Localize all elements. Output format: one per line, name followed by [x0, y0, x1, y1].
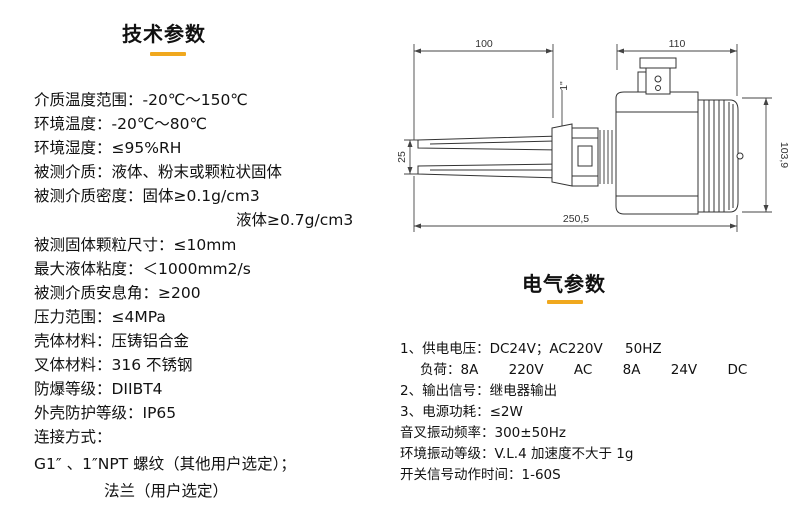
spec-pressure: 压力范围：≤4MPa [34, 308, 166, 326]
elec-power-consumption: 3、电源功耗：≤2W [400, 404, 523, 420]
elec-ambient-vibration: 环境振动等级：V.L.4 加速度不大于 1g [400, 446, 634, 462]
elec-params-title: 电气参数 [522, 272, 606, 296]
spec-connection: 连接方式： [34, 428, 112, 446]
housing-lid [697, 99, 744, 213]
spec-density-liquid: 液体≥0.7g/cm3 [236, 211, 354, 229]
thread-size-label: 1" [558, 81, 570, 91]
tech-params-title: 技术参数 [122, 22, 206, 46]
spec-density-solid: 被测介质密度：固体≥0.1g/cm3 [34, 187, 260, 205]
spec-medium-temp: 介质温度范围：-20℃～150℃ [34, 91, 248, 109]
elec-load-text: 负荷：8A 220V AC 8A 24V DC [420, 362, 748, 378]
tech-title-underline [150, 52, 186, 56]
spec-ip-rating: 外壳防护等级：IP65 [34, 404, 177, 422]
elec-supply-voltage: 1、供电电压：DC24V；AC220V 50HZ [400, 339, 662, 360]
elec-title-underline [547, 300, 583, 304]
dim-250-5-label: 250,5 [563, 213, 589, 225]
spec-particle-size: 被测固体颗粒尺寸：≤10mm [34, 236, 237, 254]
spec-repose-angle: 被测介质安息角：≥200 [34, 284, 201, 302]
elec-load: 负荷：8A 220V AC 8A 24V DC [420, 360, 747, 381]
elec-supply-voltage-text: 1、供电电压：DC24V；AC220V 50HZ [400, 341, 662, 357]
spec-fork-material: 叉体材料：316 不锈钢 [34, 356, 193, 374]
spec-housing-material: 壳体材料：压铸铝合金 [34, 332, 190, 350]
spec-connection-thread: G1″ 、1″NPT 螺纹（其他用户选定）； [34, 455, 296, 473]
elec-switch-time: 开关信号动作时间：1-60S [400, 467, 561, 483]
spec-viscosity: 最大液体粘度：＜1000mm2/s [34, 260, 251, 278]
elec-output-signal: 2、输出信号：继电器输出 [400, 383, 558, 399]
spec-explosion-proof: 防爆等级：DIIBT4 [34, 380, 163, 398]
dim-100-label: 100 [475, 38, 493, 50]
dim-103-9-label: 103,9 [778, 142, 790, 168]
dim-110-label: 110 [669, 38, 686, 50]
spec-medium: 被测介质：液体、粉末或颗粒状固体 [34, 163, 283, 181]
fork-neck [551, 123, 599, 187]
thread [599, 130, 613, 184]
fork-tines [417, 135, 561, 179]
dim-25-label: 25 [396, 151, 408, 163]
housing [615, 91, 699, 215]
spec-connection-flange: 法兰（用户选定） [104, 482, 229, 500]
cable-gland [637, 57, 677, 95]
spec-humidity: 环境湿度：≤95%RH [34, 139, 182, 157]
spec-ambient-temp: 环境温度：-20℃～80℃ [34, 115, 207, 133]
elec-vibration-frequency: 音叉振动频率：300±50Hz [400, 425, 566, 441]
